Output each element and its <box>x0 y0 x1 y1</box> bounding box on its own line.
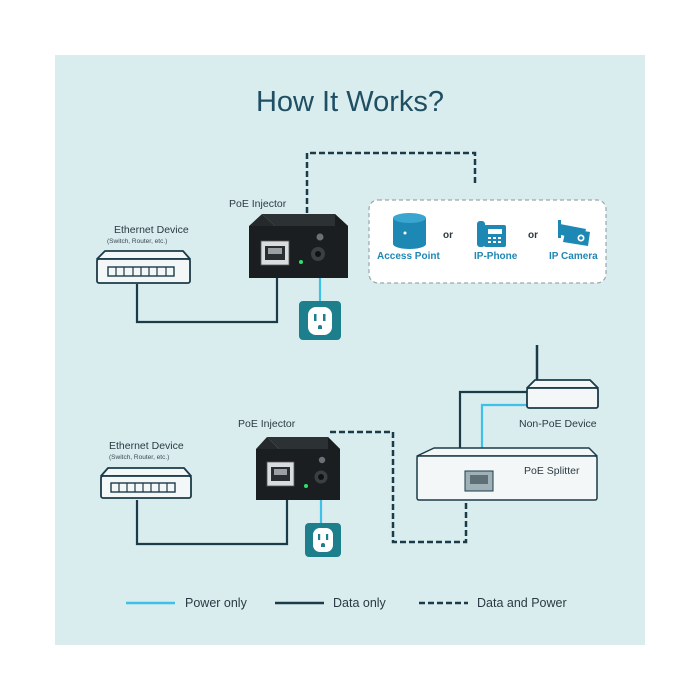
data-only-line <box>135 268 279 324</box>
injector-label: PoE Injector <box>229 198 287 210</box>
legend-data-and-power: Data and Power <box>477 596 567 610</box>
ip-phone-icon <box>477 221 506 247</box>
ethernet-device-sublabel: (Switch, Router, etc.) <box>109 454 170 461</box>
poe-splitter-label: PoE Splitter <box>524 465 580 477</box>
poe-injector-icon <box>249 214 348 278</box>
power-outlet-icon <box>299 301 341 340</box>
data-and-power-line <box>305 151 477 213</box>
ip-phone-label: IP-Phone <box>474 251 518 262</box>
ethernet-device-sublabel: (Switch, Router, etc.) <box>107 238 168 245</box>
ethernet-switch-icon <box>100 467 192 499</box>
separator-or: or <box>443 230 453 241</box>
data-only-line <box>458 390 528 448</box>
power-outlet-icon <box>305 523 341 557</box>
poe-splitter-icon <box>416 447 598 501</box>
access-point-icon <box>393 213 426 249</box>
legend-power-only: Power only <box>185 596 247 610</box>
router-icon <box>526 345 599 409</box>
separator-or: or <box>528 230 538 241</box>
page-title: How It Works? <box>255 86 444 118</box>
ip-camera-label: IP Camera <box>549 251 598 262</box>
legend-data-only: Data only <box>333 596 386 610</box>
ethernet-device-label: Ethernet Device <box>114 224 189 236</box>
ethernet-switch-icon <box>96 250 191 284</box>
access-point-label: Access Point <box>377 251 440 262</box>
data-and-power-line <box>330 430 468 544</box>
poe-injector-icon <box>256 437 340 500</box>
power-only-line <box>480 403 528 448</box>
ip-camera-icon <box>558 220 590 246</box>
ethernet-device-label: Ethernet Device <box>109 440 184 452</box>
injector-label: PoE Injector <box>238 418 296 430</box>
data-only-line <box>135 492 289 546</box>
non-poe-device-label: Non-PoE Device <box>519 418 597 430</box>
